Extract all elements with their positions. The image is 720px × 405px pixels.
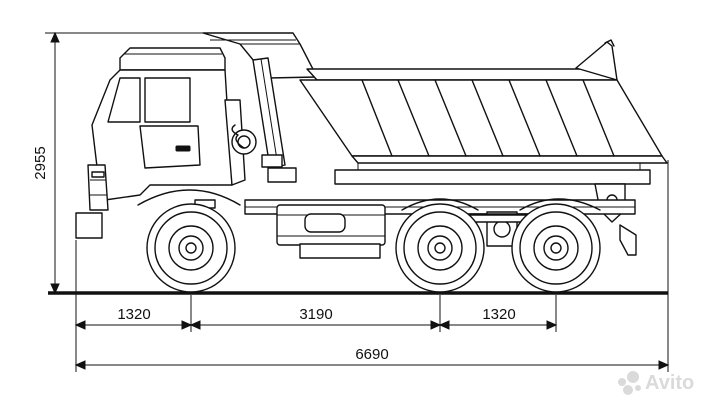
dimension-overall-length: 6690 bbox=[74, 346, 670, 370]
wheel-rear-1 bbox=[395, 203, 485, 293]
wheel-rear-2 bbox=[511, 203, 601, 293]
dump-body bbox=[202, 32, 668, 223]
body-ribs bbox=[361, 79, 615, 157]
height-label: 2955 bbox=[32, 146, 49, 179]
cab bbox=[75, 47, 297, 239]
hydraulic-cylinder bbox=[252, 57, 286, 169]
avito-watermark: Avito bbox=[618, 371, 694, 395]
dimension-height: 2955 bbox=[32, 31, 205, 295]
wheelbase-rear-label: 1320 bbox=[482, 306, 515, 323]
air-filter bbox=[231, 129, 257, 155]
side-window bbox=[144, 77, 191, 123]
watermark-text: Avito bbox=[645, 372, 694, 394]
dimension-extension-lines bbox=[75, 160, 669, 372]
front-bumper bbox=[75, 212, 103, 239]
front-overhang-label: 1320 bbox=[117, 306, 150, 323]
wheel-front bbox=[146, 203, 236, 293]
overall-length-label: 6690 bbox=[355, 346, 388, 363]
windshield bbox=[107, 77, 141, 123]
wheelbase-front-label: 3190 bbox=[299, 306, 332, 323]
avito-logo-icon bbox=[618, 371, 641, 395]
battery-box bbox=[299, 243, 381, 259]
door-handle bbox=[175, 145, 191, 152]
dimension-row-axles: 1320 3190 1320 bbox=[74, 306, 558, 330]
